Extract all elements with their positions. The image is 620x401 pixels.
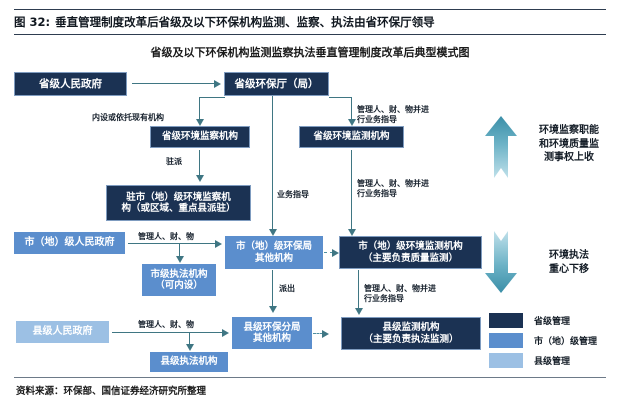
edge-provepb-to-provmonitor-v [351,97,353,120]
arrowhead-right [214,80,221,88]
node-label: 市级执法机构 （可内设） [150,268,208,291]
node-label: 市（地）级环境监测机构 （主要负责质量监测） [358,241,463,264]
arrowhead-right [322,330,329,338]
node-label: 省级环境监测机构 [313,131,390,143]
node-provincial-government: 省级人民政府 [14,72,127,96]
edge-provepb-to-provinspect-v [199,97,201,120]
node-label: 省级人民政府 [39,77,102,90]
arrowhead-down [186,344,194,351]
edge-provepb-to-provinspect-h [199,97,225,99]
node-provincial-monitoring: 省级环境监测机构 [299,126,404,148]
arrowhead-right [215,240,222,248]
edge-label-manage-guide-1: 管理人、财、物并进 行业务指导 [357,105,429,124]
downward-trend-note: 环境执法 重心下移 [549,250,589,275]
arrowhead-right [332,249,339,257]
arrowhead-down [196,175,204,182]
figure-title-bar: 图 32: 垂直管理制度改革后省级及以下环保机构监测、监察、执法由省环保厅领导 [14,9,606,35]
arrowhead-down [348,229,356,236]
edge-countygov-to-countyenforce [189,332,191,345]
arrowhead-right [222,329,229,337]
node-label: 县级执法机构 [160,356,218,368]
legend-item-city: 市（地）级管理 [489,333,597,348]
edge-label-manage-county: 管理人、财、物 [138,320,194,329]
arrowhead-down [355,308,363,315]
legend-swatch-province [489,313,523,328]
edge-label-zhupai: 驻派 [166,157,182,166]
edge-label-neishe: 内设或依托现有机构 [92,113,164,122]
edge-countyepb-to-countymonitor [313,333,323,334]
edge-citygov-to-cityepb [128,243,216,245]
edge-provepb-to-provmonitor-h [329,97,352,99]
source-note: 资料来源：环保部、国信证券经济研究所整理 [16,386,207,397]
node-provincial-inspection: 省级环境监察机构 [150,126,250,148]
node-city-epb: 市（地）级环保局 其他机构 [225,236,323,269]
node-county-monitoring: 县级监测机构 （主要负责执法监测） [341,317,481,350]
node-county-epb: 县级环保分局 其他机构 [232,317,312,349]
edge-provepb-to-cityepb [272,96,274,231]
edge-provgov-to-provepb [132,83,215,85]
node-label: 省级环境监察机构 [161,131,238,143]
arrowhead-down [269,229,277,236]
node-county-enforcement: 县级执法机构 [150,352,228,372]
edge-label-manage-guide-2: 管理人、财、物并进 行业务指导 [357,179,429,198]
edge-label-manage-city: 管理人、财、物 [138,232,194,241]
edge-provinspect-to-station [199,150,201,177]
upward-trend-arrow [483,116,519,178]
legend-label-province: 省级管理 [534,317,571,327]
node-label: 省级环保厅（局） [234,77,319,90]
downward-trend-arrow [483,231,519,293]
arrowhead-down [176,256,184,263]
node-label: 县级人民政府 [32,326,93,338]
legend-item-province: 省级管理 [489,313,570,328]
edge-label-paichu: 派出 [279,284,295,293]
node-city-government: 市（地）级人民政府 [14,232,125,254]
node-label: 市（地）级环保局 其他机构 [235,241,312,264]
node-provincial-epb: 省级环保厅（局） [224,72,329,96]
node-label: 县级监测机构 （主要负责执法监测） [363,322,459,345]
figure-title: 垂直管理制度改革后省级及以下环保机构监测、监察、执法由省环保厅领导 [55,15,435,29]
node-label: 县级环保分局 其他机构 [243,321,301,344]
edge-cityepb-to-citymonitor [324,252,333,253]
edge-citygov-to-cityenforce [179,243,181,258]
legend: 省级管理 市（地）级管理 县级管理 [489,313,617,373]
chart-title: 省级及以下环保机构监测监察执法垂直管理制度改革后典型模式图 [150,46,470,59]
legend-item-county: 县级管理 [489,353,570,368]
arrowhead-down [196,119,204,126]
upward-trend-note: 环境监察职能 和环境质量监 测事权上收 [539,125,599,163]
legend-label-city: 市（地）级管理 [534,337,598,347]
edge-label-manage-guide-3: 管理人、财、物并进 行业务指导 [364,284,436,303]
node-label: 驻市（地）级环境监察机 构（或区域、重点县派驻） [121,191,236,214]
edge-citymonitor-to-countymonitor [358,270,360,310]
edge-cityepb-to-countyepb [272,270,274,308]
arrowhead-down [348,119,356,126]
edge-provmonitor-to-citymonitor [351,150,353,231]
node-stationed-city-inspection: 驻市（地）级环境监察机 构（或区域、重点县派驻） [106,185,251,221]
legend-swatch-county [489,353,523,368]
figure-number: 图 32: [14,15,51,29]
node-county-government: 县级人民政府 [16,321,109,343]
legend-label-county: 县级管理 [534,357,571,367]
node-city-enforcement: 市级执法机构 （可内设） [142,264,216,296]
node-label: 市（地）级人民政府 [24,237,115,249]
edge-countygov-to-countyepb [112,332,223,334]
edge-label-business-guidance: 业务指导 [277,190,309,199]
node-city-monitoring: 市（地）级环境监测机构 （主要负责质量监测） [339,236,482,269]
legend-swatch-city [489,333,523,348]
arrowhead-down [269,306,277,313]
footer-divider [14,377,606,378]
